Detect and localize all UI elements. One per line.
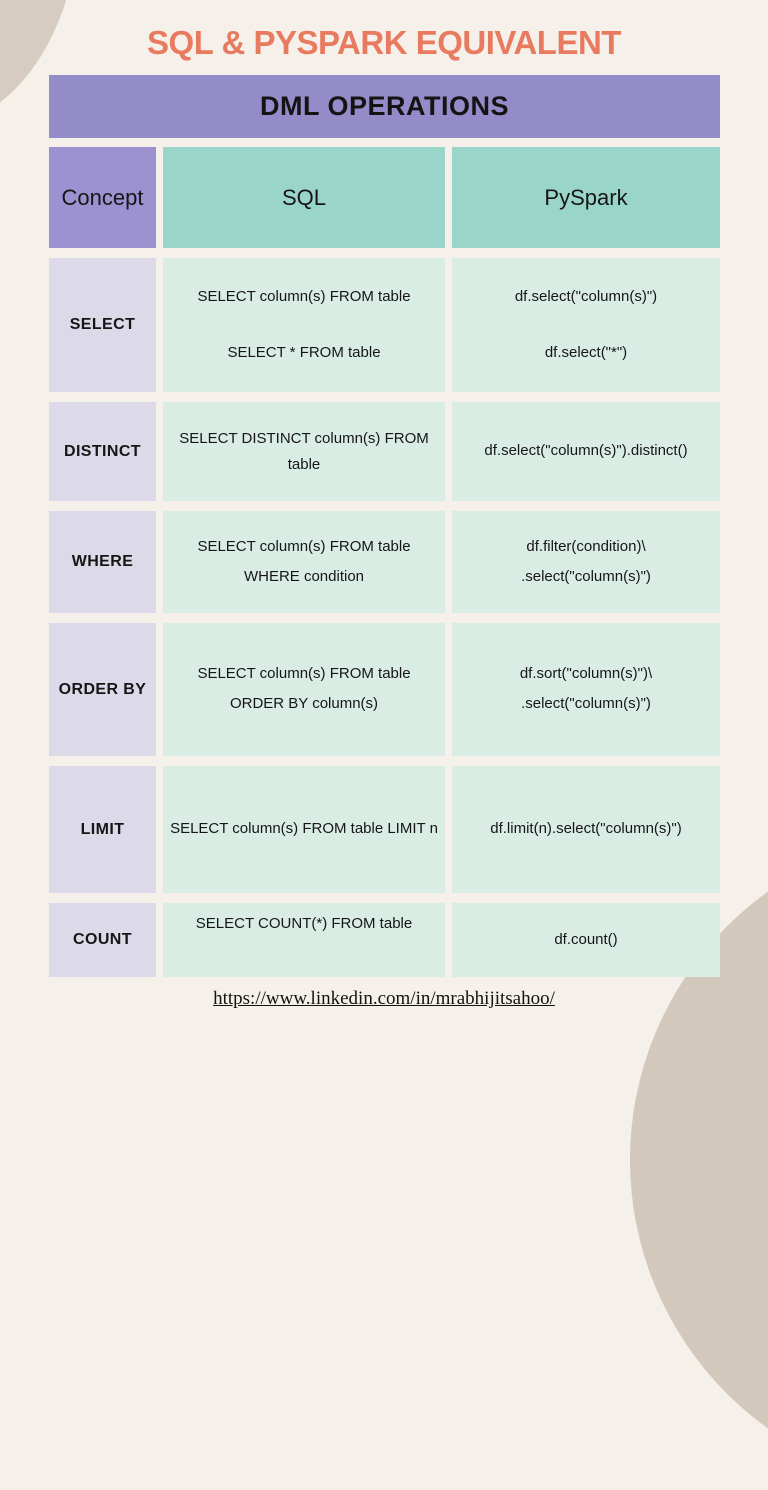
sql-statement: ORDER BY column(s) xyxy=(229,695,379,712)
row-distinct-pyspark: df.select("column(s)").distinct() xyxy=(452,402,720,501)
dml-operations-banner: DML OPERATIONS xyxy=(49,75,720,138)
pyspark-statement: .select("column(s)") xyxy=(521,567,651,585)
row-count-pyspark: df.count() xyxy=(452,903,720,977)
pyspark-statement: df.limit(n).select("column(s)") xyxy=(490,820,682,838)
sql-statement: SELECT column(s) FROM table LIMIT n xyxy=(170,820,438,838)
sql-statement: SELECT * FROM table xyxy=(227,343,381,361)
row-orderby-pyspark: df.sort("column(s)")\ .select("column(s)… xyxy=(452,623,720,756)
pyspark-statement: df.select("column(s)").distinct() xyxy=(484,442,688,460)
comparison-table: Concept SQL PySpark SELECT SELECT column… xyxy=(49,147,720,977)
row-select-pyspark: df.select("column(s)") df.select("*") xyxy=(452,258,720,392)
row-distinct-sql: SELECT DISTINCT column(s) FROM table xyxy=(163,402,445,501)
concept-header-cell: Concept xyxy=(49,147,156,248)
page-title: SQL & PYSPARK EQUIVALENT xyxy=(147,24,621,61)
pyspark-header-cell: PySpark xyxy=(452,147,720,248)
row-limit-pyspark: df.limit(n).select("column(s)") xyxy=(452,766,720,893)
row-limit-concept: LIMIT xyxy=(49,766,156,893)
row-orderby-sql: SELECT column(s) FROM table ORDER BY col… xyxy=(163,623,445,756)
linkedin-link[interactable]: https://www.linkedin.com/in/mrabhijitsah… xyxy=(213,988,555,1009)
pyspark-statement: df.filter(condition)\ xyxy=(526,537,646,555)
pyspark-statement: df.select("*") xyxy=(544,343,628,361)
sql-statement: SELECT DISTINCT column(s) FROM table xyxy=(179,430,429,473)
pyspark-statement: .select("column(s)") xyxy=(521,695,651,712)
row-select-sql: SELECT column(s) FROM table SELECT * FRO… xyxy=(163,258,445,392)
row-select-concept: SELECT xyxy=(49,258,156,392)
row-count-concept: COUNT xyxy=(49,903,156,977)
row-where-pyspark: df.filter(condition)\ .select("column(s)… xyxy=(452,511,720,613)
sql-header-cell: SQL xyxy=(163,147,445,248)
row-limit-sql: SELECT column(s) FROM table LIMIT n xyxy=(163,766,445,893)
sql-statement: WHERE condition xyxy=(243,567,365,585)
pyspark-statement: df.count() xyxy=(554,930,618,948)
pyspark-statement: df.sort("column(s)")\ xyxy=(519,665,653,683)
row-where-concept: WHERE xyxy=(49,511,156,613)
sql-statement: SELECT column(s) FROM table xyxy=(197,665,411,683)
row-orderby-concept: ORDER BY xyxy=(49,623,156,756)
pyspark-statement: df.select("column(s)") xyxy=(514,287,658,305)
sql-statement: SELECT column(s) FROM table xyxy=(197,287,411,305)
main-content: DML OPERATIONS Concept SQL PySpark SELEC… xyxy=(49,75,720,977)
sql-statement: SELECT column(s) FROM table xyxy=(197,537,411,555)
sql-statement: SELECT COUNT(*) FROM table xyxy=(195,915,413,932)
row-where-sql: SELECT column(s) FROM table WHERE condit… xyxy=(163,511,445,613)
row-count-sql: SELECT COUNT(*) FROM table xyxy=(163,903,445,977)
row-distinct-concept: DISTINCT xyxy=(49,402,156,501)
